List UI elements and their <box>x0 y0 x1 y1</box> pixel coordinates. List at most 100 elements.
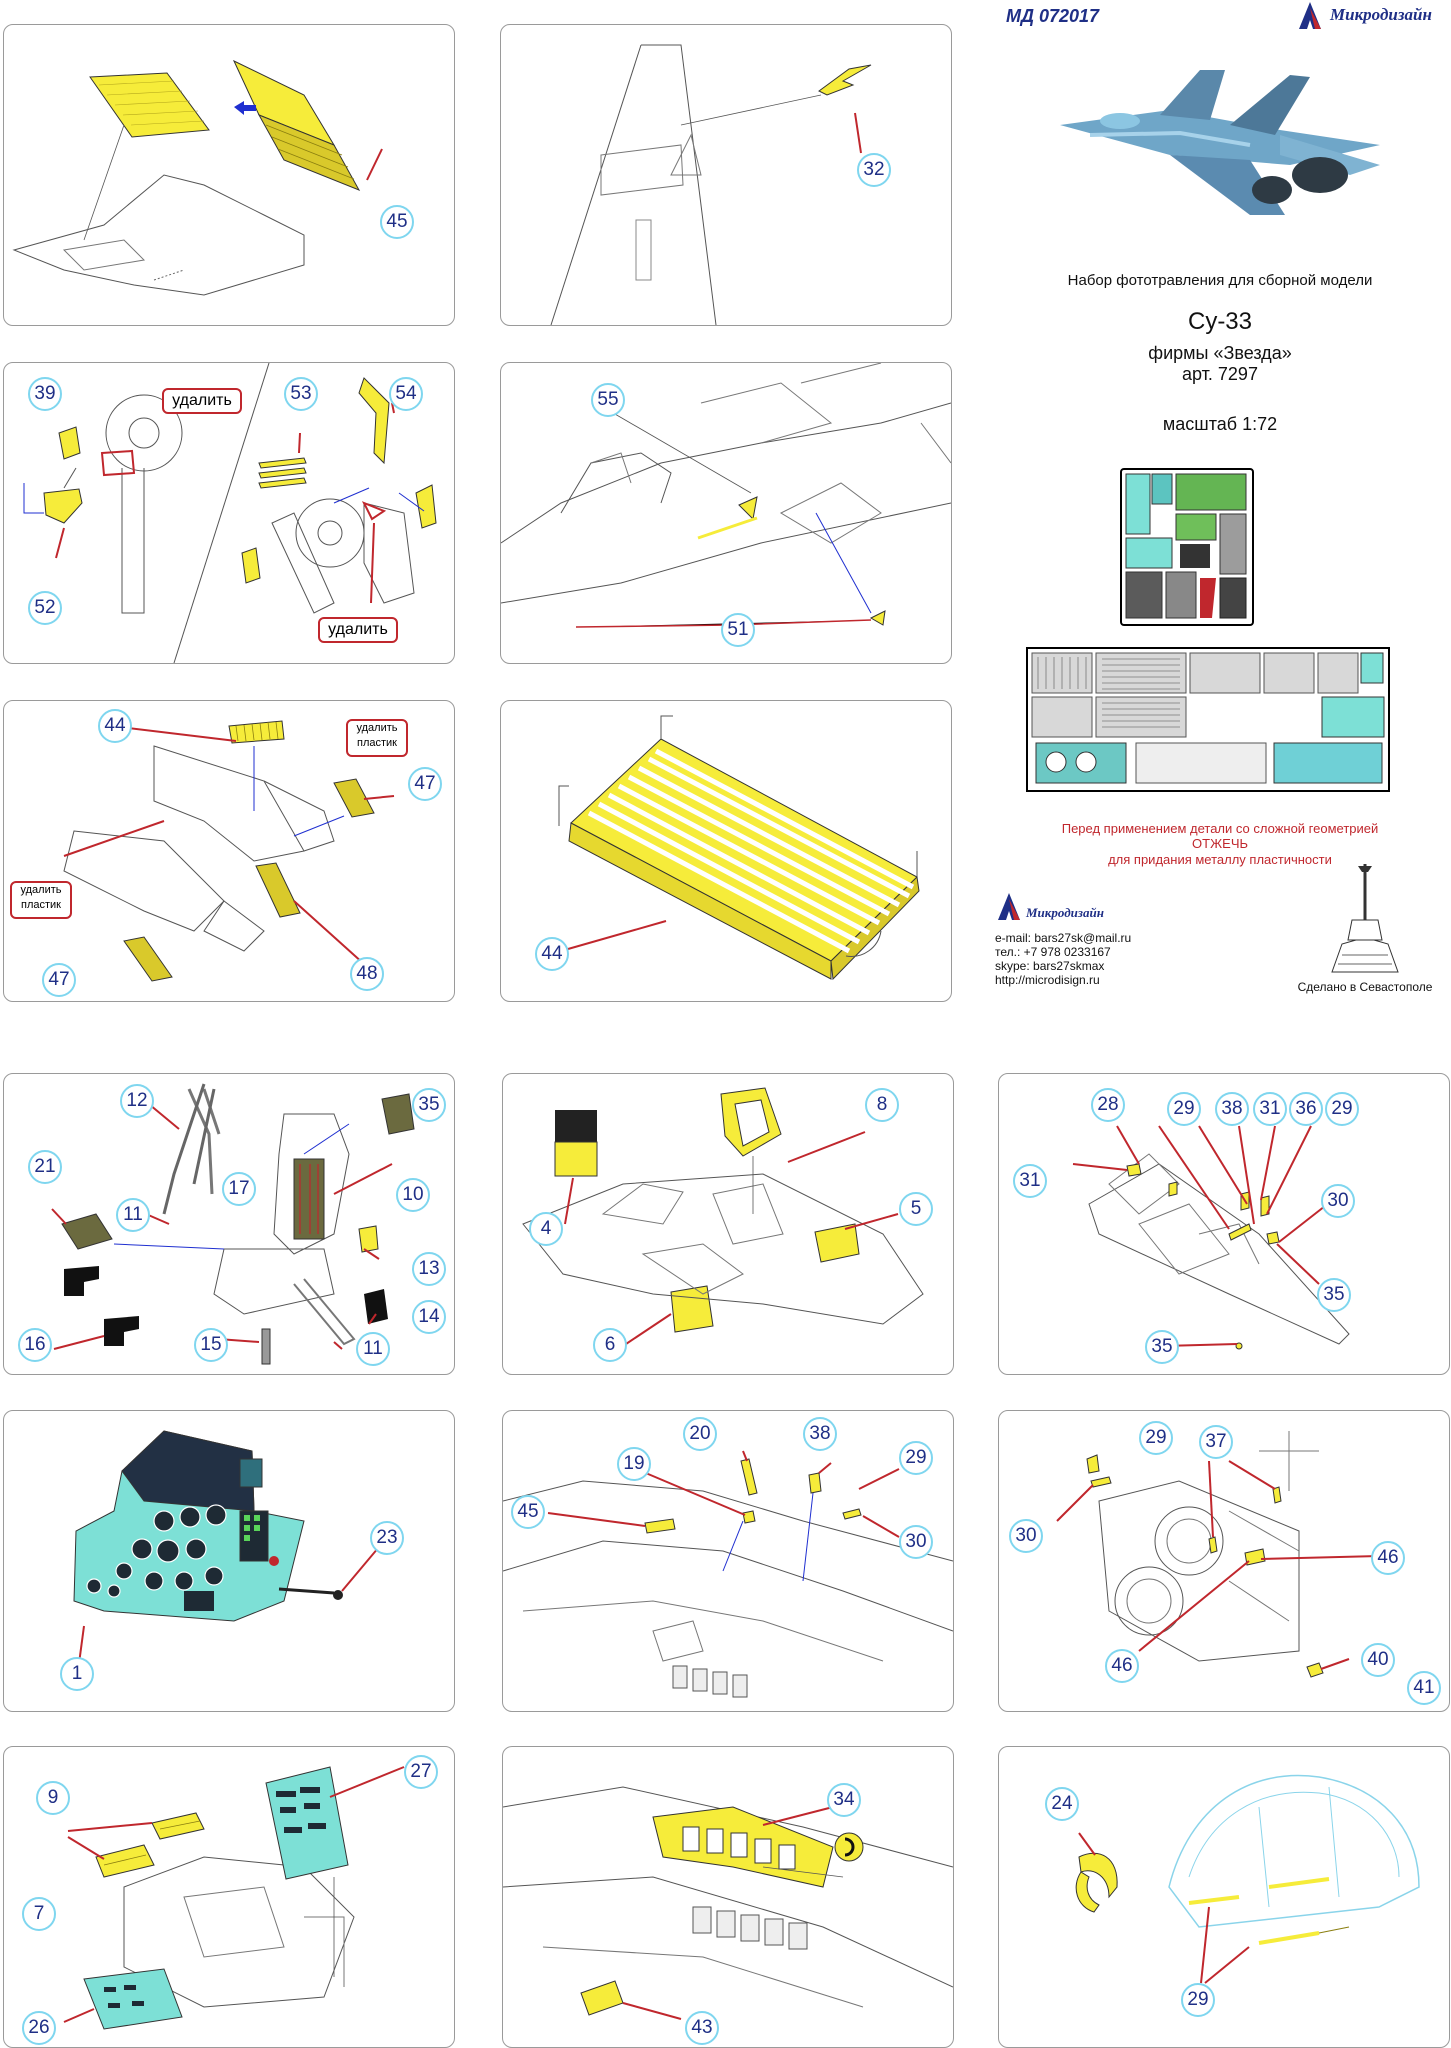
callout-12: 12 <box>120 1084 154 1118</box>
brand-name-small: Микродизайн <box>1026 905 1104 920</box>
callout-5: 5 <box>899 1192 933 1226</box>
callout-35a: 35 <box>1317 1278 1351 1312</box>
contact-phone: тел.: +7 978 0233167 <box>995 945 1111 959</box>
callout-54: 54 <box>389 377 423 411</box>
callout-21: 21 <box>28 1150 62 1184</box>
callout-26: 26 <box>22 2011 56 2045</box>
callout-28: 28 <box>1091 1088 1125 1122</box>
callout-9: 9 <box>36 1781 70 1815</box>
remove-label-top: удалить <box>162 388 242 414</box>
panel-step-5: 44 47 47 48 удалить пластик удалить плас… <box>3 700 455 1002</box>
brand-logo-icon <box>1295 2 1325 30</box>
callout-31a: 31 <box>1253 1092 1287 1126</box>
callout-47a: 47 <box>408 767 442 801</box>
callout-31b: 31 <box>1013 1164 1047 1198</box>
panel-step-7: 12 35 21 11 17 10 13 16 15 11 14 <box>3 1073 455 1375</box>
callout-51: 51 <box>721 613 755 647</box>
callout-30: 30 <box>1009 1519 1043 1553</box>
callout-11b: 11 <box>356 1332 390 1366</box>
contact-email: e-mail: bars27sk@mail.ru <box>995 931 1132 945</box>
callout-41: 41 <box>1407 1671 1441 1705</box>
panel-step-15: 24 29 <box>998 1746 1450 2048</box>
callout-29a: 29 <box>1167 1092 1201 1126</box>
callout-53: 53 <box>284 377 318 411</box>
anneal-warning-line1: Перед применением детали со сложной геом… <box>1061 821 1379 836</box>
contact-site[interactable]: http://microdisign.ru <box>995 973 1100 987</box>
callout-47b: 47 <box>42 963 76 997</box>
callout-29b: 29 <box>1325 1092 1359 1126</box>
callout-35: 35 <box>412 1088 446 1122</box>
fret-color-sheet <box>1120 468 1254 626</box>
remove-label-bottom: удалить <box>318 617 398 643</box>
aircraft-photo <box>1050 55 1390 225</box>
remove-plastic-label-2-line2: пластик <box>21 899 61 911</box>
callout-38: 38 <box>803 1417 837 1451</box>
panel-step-3: 39 52 53 54 удалить удалить <box>3 362 455 664</box>
panel-step-6: 44 <box>500 700 952 1002</box>
callout-17: 17 <box>222 1172 256 1206</box>
callout-46b: 46 <box>1105 1649 1139 1683</box>
panel-step-9: 28 29 38 31 36 29 31 30 35 35 <box>998 1073 1450 1375</box>
callout-23: 23 <box>370 1521 404 1555</box>
callout-16: 16 <box>18 1328 52 1362</box>
callout-29: 29 <box>1181 1983 1215 2017</box>
callout-44: 44 <box>98 709 132 743</box>
callout-14: 14 <box>412 1300 446 1334</box>
contact-skype: skype: bars27skmax <box>995 959 1105 973</box>
callout-40: 40 <box>1361 1643 1395 1677</box>
callout-32: 32 <box>857 153 891 187</box>
panel-step-1: 45 <box>3 24 455 326</box>
callout-7: 7 <box>22 1897 56 1931</box>
callout-13: 13 <box>412 1252 446 1286</box>
panel-step-10: 23 1 <box>3 1410 455 1712</box>
kit-maker: фирмы «Звезда» <box>1148 343 1292 363</box>
remove-plastic-label-1-line1: удалить <box>356 722 398 734</box>
callout-46a: 46 <box>1371 1541 1405 1575</box>
panel-step-2: 32 <box>500 24 952 326</box>
callout-37: 37 <box>1199 1425 1233 1459</box>
set-title: Набор фототравления для сборной модели <box>1067 272 1373 289</box>
remove-plastic-label-1: удалить пластик <box>346 719 408 757</box>
callout-45: 45 <box>380 205 414 239</box>
callout-6: 6 <box>593 1328 627 1362</box>
callout-1: 1 <box>60 1657 94 1691</box>
callout-48: 48 <box>350 957 384 991</box>
made-in: Сделано в Севастополе <box>1297 980 1433 994</box>
remove-plastic-label-2: удалить пластик <box>10 881 72 919</box>
scale-label: масштаб 1:72 <box>1162 414 1278 434</box>
brand-name: Микродизайн <box>1330 5 1432 24</box>
panel-step-8: 4 8 5 6 <box>502 1073 954 1375</box>
callout-19: 19 <box>617 1447 651 1481</box>
callout-24: 24 <box>1045 1787 1079 1821</box>
callout-55: 55 <box>591 383 625 417</box>
callout-35b: 35 <box>1145 1330 1179 1364</box>
callout-20: 20 <box>683 1417 717 1451</box>
anneal-warning-line3: для придания металлу пластичности <box>1108 852 1332 867</box>
callout-27: 27 <box>404 1755 438 1789</box>
callout-8: 8 <box>865 1088 899 1122</box>
remove-plastic-label-2-line1: удалить <box>20 884 62 896</box>
callout-4: 4 <box>529 1212 563 1246</box>
callout-36: 36 <box>1289 1092 1323 1126</box>
panel-step-4: 55 51 <box>500 362 952 664</box>
contact-block: e-mail: bars27sk@mail.ru тел.: +7 978 02… <box>995 931 1131 987</box>
product-code: МД 072017 <box>1006 6 1100 26</box>
fret-metal-sheet <box>1026 647 1390 792</box>
brand-logo-small-icon <box>996 893 1022 921</box>
anneal-warning-line2: ОТЖЕЧЬ <box>1191 836 1249 851</box>
callout-43: 43 <box>685 2011 719 2045</box>
callout-39: 39 <box>28 377 62 411</box>
callout-52: 52 <box>28 591 62 625</box>
monument-icon <box>1322 860 1408 975</box>
callout-15: 15 <box>194 1328 228 1362</box>
callout-30: 30 <box>899 1525 933 1559</box>
panel-step-12: 29 37 30 46 46 40 41 <box>998 1410 1450 1712</box>
callout-30: 30 <box>1321 1184 1355 1218</box>
callout-29: 29 <box>899 1441 933 1475</box>
callout-10: 10 <box>396 1178 430 1212</box>
model-name: Су-33 <box>1187 308 1253 335</box>
kit-article: арт. 7297 <box>1182 364 1258 384</box>
callout-38: 38 <box>1215 1092 1249 1126</box>
callout-44: 44 <box>535 937 569 971</box>
callout-11a: 11 <box>116 1198 150 1232</box>
